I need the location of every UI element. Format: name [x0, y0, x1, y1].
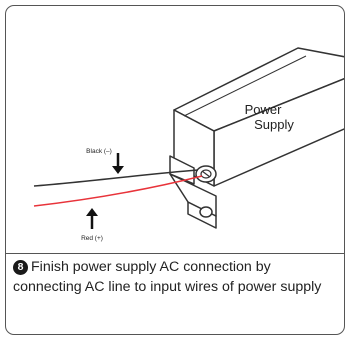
black-wire-arrow-icon: [112, 153, 124, 174]
bracket-screw-hole: [199, 206, 213, 218]
step-instruction-text: Finish power supply AC connection by con…: [13, 259, 322, 295]
black-wire-label: Black (–): [86, 148, 112, 155]
red-wire-label: Red (+): [81, 235, 103, 242]
device-label-line2: Supply: [254, 117, 294, 132]
step-number-badge: 8: [13, 260, 28, 275]
box-edge-detail: [183, 55, 307, 117]
red-wire: [33, 175, 203, 207]
red-wire-arrow-icon: [86, 208, 98, 229]
black-wire: [33, 169, 199, 187]
device-label-line1: Power: [245, 102, 283, 117]
caption-divider: [6, 253, 344, 254]
wiring-illustration: Power Supply Black (–) Red (+): [33, 47, 344, 242]
wire-grommet: [195, 165, 217, 183]
bracket-plate: [169, 173, 217, 217]
bracket-upper-tab: [169, 155, 195, 185]
